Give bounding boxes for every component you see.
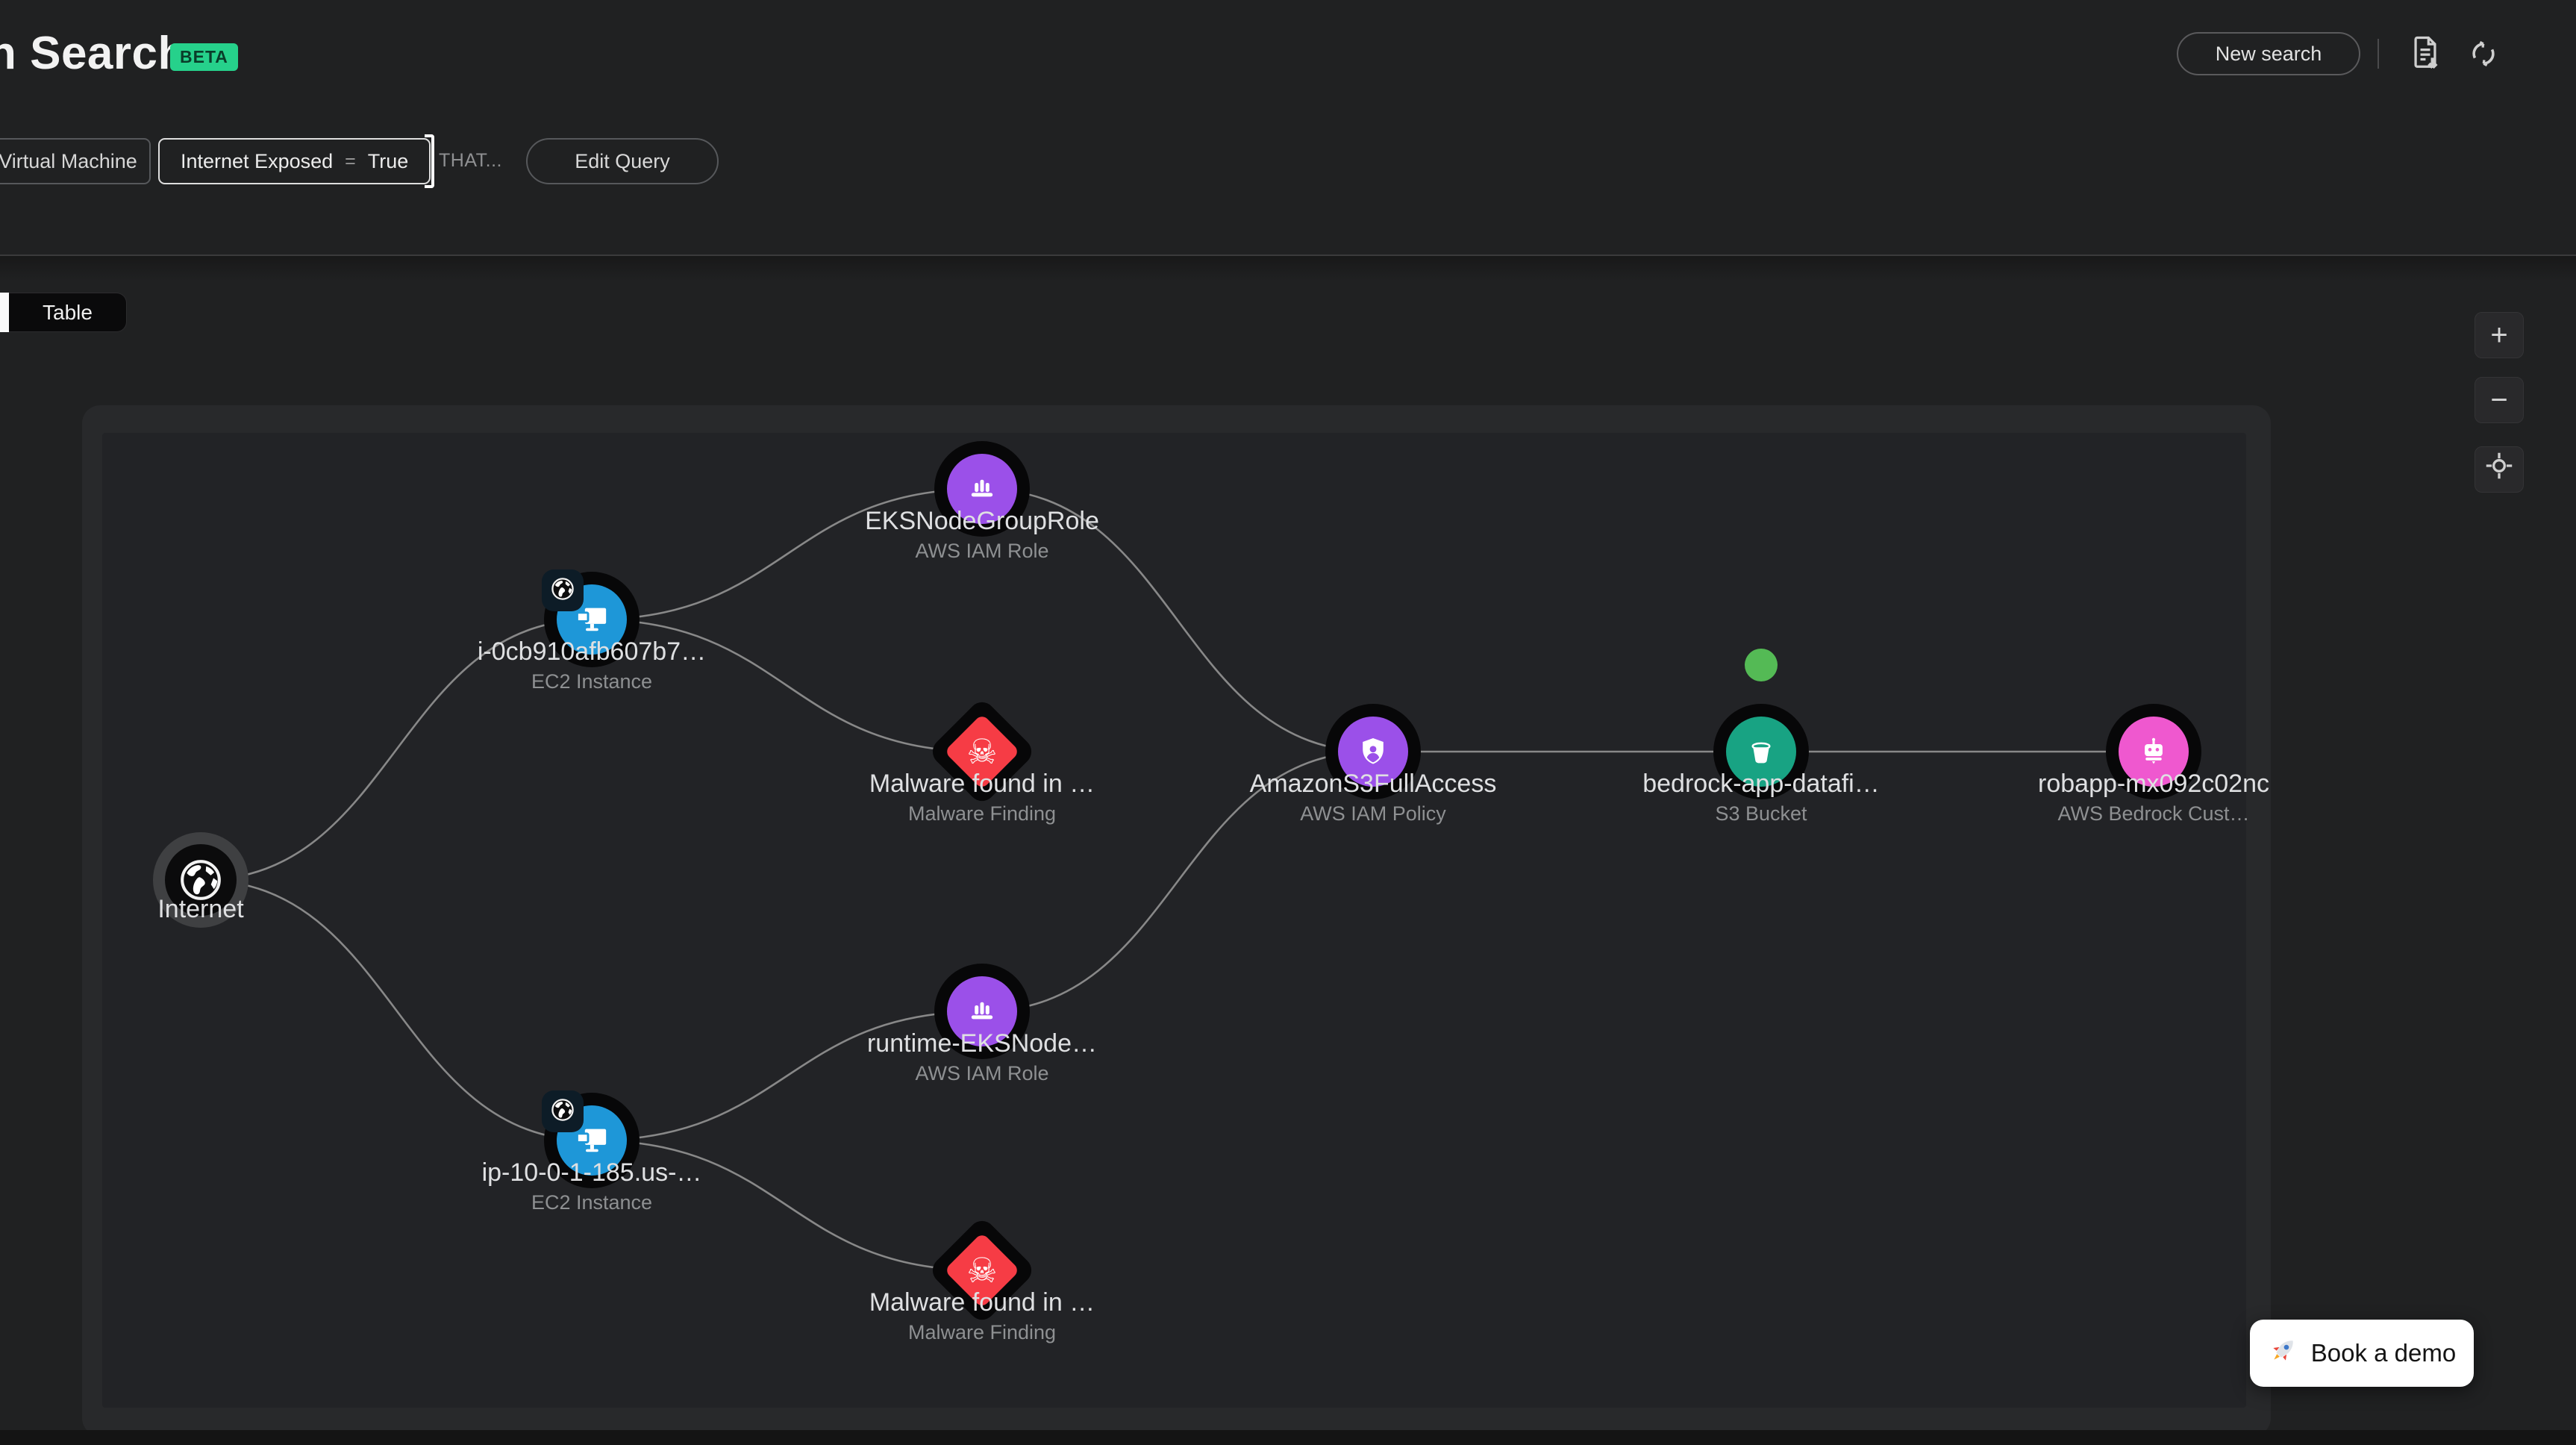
graph-node-bedrock-bucket[interactable]: bedrock-app-datafi… S3 Bucket: [1642, 704, 1880, 825]
node-sublabel: S3 Bucket: [1715, 802, 1807, 825]
graph-canvas-panel: Internet i-0cb910afb607b7…EC2 Instan: [82, 405, 2271, 1436]
zoom-out-button[interactable]: −: [2475, 377, 2524, 423]
graph-node-runtime-eks[interactable]: runtime-EKSNode… AWS IAM Role: [867, 964, 1097, 1084]
edge-ec2-2-to-runtime-eks: [591, 1010, 983, 1142]
node-label: EKSNodeGroupRole: [865, 507, 1099, 535]
rocket-icon: [2268, 1335, 2299, 1372]
hardhat-icon: [947, 454, 1017, 524]
tab-table[interactable]: Table: [9, 293, 127, 332]
node-sublabel: AWS IAM Policy: [1300, 802, 1446, 825]
node-label: bedrock-app-datafi…: [1642, 770, 1880, 798]
node-sublabel: EC2 Instance: [531, 670, 653, 693]
skull-icon: ☠: [966, 732, 998, 771]
edge-ec2-2-to-malware-2: [591, 1139, 983, 1272]
edge-ec2-1-to-eks-node-role: [591, 487, 983, 621]
crosshair-icon: [2483, 449, 2516, 490]
shield-user-icon: [1338, 717, 1408, 787]
query-that-connector: THAT...: [439, 150, 502, 171]
node-label: Malware found in …: [869, 1288, 1095, 1317]
edge-runtime-eks-to-s3-full-access: [981, 750, 1374, 1013]
bucket-icon: [1726, 717, 1796, 787]
node-sublabel: AWS IAM Role: [915, 1062, 1049, 1084]
book-demo-button[interactable]: Book a demo: [2250, 1320, 2474, 1387]
graph-node-ec2-1[interactable]: i-0cb910afb607b7… EC2 Instance: [478, 569, 706, 693]
header: h Search BETA New search: [0, 0, 2576, 255]
graph-node-malware-2[interactable]: ☠ Malware found in … Malware Finding: [869, 1215, 1095, 1343]
node-label: Malware found in …: [869, 770, 1095, 798]
beta-badge: BETA: [170, 43, 238, 71]
zoom-out-label: −: [2490, 383, 2508, 416]
new-search-label: New search: [2215, 42, 2322, 65]
node-label: i-0cb910afb607b7…: [477, 637, 707, 666]
graph-canvas[interactable]: Internet i-0cb910afb607b7…EC2 Instan: [102, 433, 2269, 1408]
page-title: h Search: [0, 28, 187, 79]
node-sublabel: Malware Finding: [907, 802, 1057, 825]
node-label: Internet: [157, 895, 244, 923]
node-sublabel: Malware Finding: [907, 1321, 1057, 1343]
refresh-icon[interactable]: [2464, 34, 2503, 73]
node-diamond[interactable]: ☠: [927, 1215, 1037, 1326]
globe-badge-icon: [550, 1097, 575, 1126]
node-sublabel: AWS Bedrock Cust…: [2057, 802, 2250, 825]
pill-label: Virtual Machine: [0, 149, 137, 172]
header-divider: [2378, 39, 2379, 69]
node-sublabel: AWS IAM Role: [915, 540, 1049, 562]
globe-icon: [165, 844, 237, 916]
query-pill-internet-exposed[interactable]: Internet Exposed = True: [158, 134, 435, 188]
node-circle[interactable]: [1713, 704, 1809, 799]
node-circle[interactable]: [934, 441, 1030, 537]
node-circle[interactable]: [2106, 704, 2201, 799]
edge-internet-to-ec2-1: [200, 618, 593, 881]
status-dot-green: [1745, 649, 1778, 681]
node-diamond[interactable]: ☠: [927, 696, 1037, 807]
tab-graph-selected-sliver[interactable]: [0, 293, 9, 332]
node-sublabel: EC2 Instance: [531, 1191, 653, 1214]
pill-operator: =: [345, 150, 356, 172]
export-results-icon[interactable]: [2404, 31, 2446, 76]
node-circle[interactable]: [153, 832, 248, 928]
edit-query-button[interactable]: Edit Query: [526, 138, 719, 184]
divider-shadow: [0, 256, 2576, 281]
edge-internet-to-ec2-2: [200, 878, 593, 1142]
pill-value: True: [367, 149, 409, 172]
query-pill-virtual-machine[interactable]: Virtual Machine: [0, 138, 151, 184]
graph-node-internet[interactable]: Internet: [153, 832, 248, 928]
fit-view-button[interactable]: [2475, 446, 2524, 493]
graph-edges: [200, 487, 2154, 1272]
section-divider: [0, 255, 2576, 256]
node-circle[interactable]: [1325, 704, 1421, 799]
pill-attribute: Internet Exposed: [181, 149, 334, 172]
graph-node-ec2-2[interactable]: ip-10-0-1-185.us-… EC2 Instance: [482, 1090, 701, 1214]
graph-node-malware-1[interactable]: ☠ Malware found in … Malware Finding: [869, 696, 1095, 825]
edge-eks-node-role-to-s3-full-access: [981, 487, 1374, 753]
node-label: runtime-EKSNode…: [866, 1029, 1097, 1058]
robot-icon: [2119, 717, 2189, 787]
zoom-in-button[interactable]: +: [2475, 312, 2524, 358]
node-circle[interactable]: [542, 569, 640, 667]
skull-icon: ☠: [966, 1251, 998, 1290]
hardhat-icon: [947, 976, 1017, 1046]
internet-exposed-badge: [542, 569, 584, 611]
edge-ec2-1-to-malware-1: [591, 618, 983, 753]
footer-bar: [0, 1430, 2576, 1445]
tab-table-label: Table: [43, 300, 93, 324]
new-search-button[interactable]: New search: [2177, 32, 2360, 75]
zoom-in-label: +: [2490, 318, 2508, 352]
node-circle[interactable]: [542, 1090, 640, 1188]
internet-exposed-badge: [542, 1090, 584, 1132]
edit-query-label: Edit Query: [575, 149, 670, 172]
selection-bracket: [425, 134, 435, 188]
node-label: ip-10-0-1-185.us-…: [481, 1158, 702, 1187]
globe-badge-icon: [550, 576, 575, 605]
node-circle[interactable]: [934, 964, 1030, 1059]
node-label: robapp-mx092c02nc: [2038, 770, 2269, 798]
book-demo-label: Book a demo: [2310, 1339, 2457, 1367]
node-label: AmazonS3FullAccess: [1249, 770, 1497, 798]
